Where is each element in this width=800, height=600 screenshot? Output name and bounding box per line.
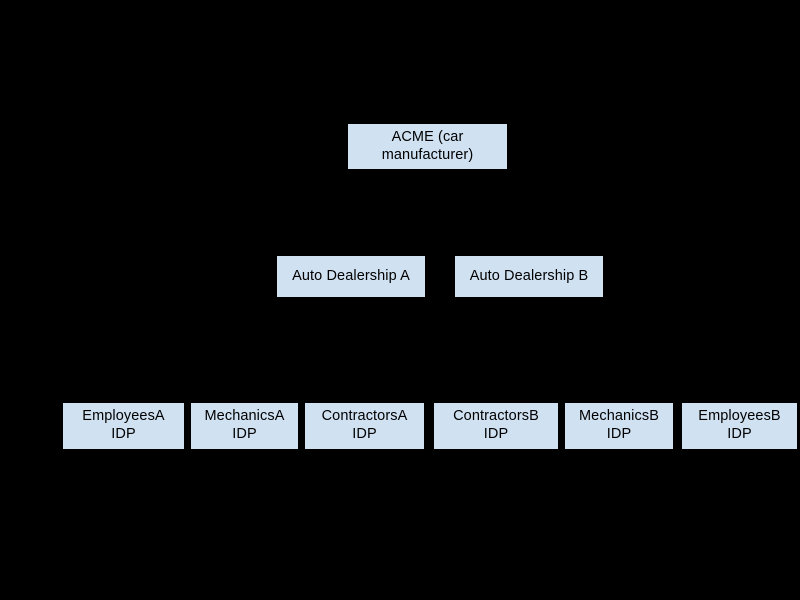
node-idp-contractors-b-label: ContractorsB IDP — [453, 408, 539, 442]
node-auto-dealership-a[interactable]: Auto Dealership A — [277, 256, 425, 297]
node-idp-employees-b[interactable]: EmployeesB IDP — [682, 403, 797, 449]
edge-acme-to-dealership-a — [350, 169, 428, 256]
node-acme[interactable]: ACME (car manufacturer) — [348, 124, 507, 169]
node-idp-employees-a-label: EmployeesA IDP — [82, 408, 165, 442]
edge-dealership-b-to-employees-b — [528, 297, 740, 403]
edge-dealership-b-to-mechanics-b — [528, 297, 620, 403]
node-acme-label: ACME (car manufacturer) — [381, 128, 474, 163]
node-auto-dealership-b-label: Auto Dealership B — [469, 267, 589, 284]
edge-acme-to-dealership-b — [426, 169, 530, 256]
node-idp-contractors-a[interactable]: ContractorsA IDP — [305, 403, 424, 449]
node-idp-mechanics-a-label: MechanicsA IDP — [204, 408, 285, 442]
node-idp-employees-a[interactable]: EmployeesA IDP — [63, 403, 184, 449]
edge-dealership-a-to-contractors-a — [350, 297, 365, 403]
node-idp-employees-b-label: EmployeesB IDP — [698, 408, 781, 442]
node-idp-contractors-a-label: ContractorsA IDP — [321, 408, 408, 442]
node-idp-mechanics-b-label: MechanicsB IDP — [579, 408, 659, 442]
node-idp-contractors-b[interactable]: ContractorsB IDP — [434, 403, 558, 449]
edge-dealership-b-to-contractors-b — [495, 297, 530, 403]
node-idp-mechanics-b[interactable]: MechanicsB IDP — [565, 403, 673, 449]
edge-dealership-a-to-mechanics-a — [243, 297, 352, 403]
node-auto-dealership-a-label: Auto Dealership A — [292, 267, 410, 284]
node-idp-mechanics-a[interactable]: MechanicsA IDP — [191, 403, 298, 449]
edge-dealership-a-to-employees-a — [122, 297, 352, 403]
node-auto-dealership-b[interactable]: Auto Dealership B — [455, 256, 603, 297]
